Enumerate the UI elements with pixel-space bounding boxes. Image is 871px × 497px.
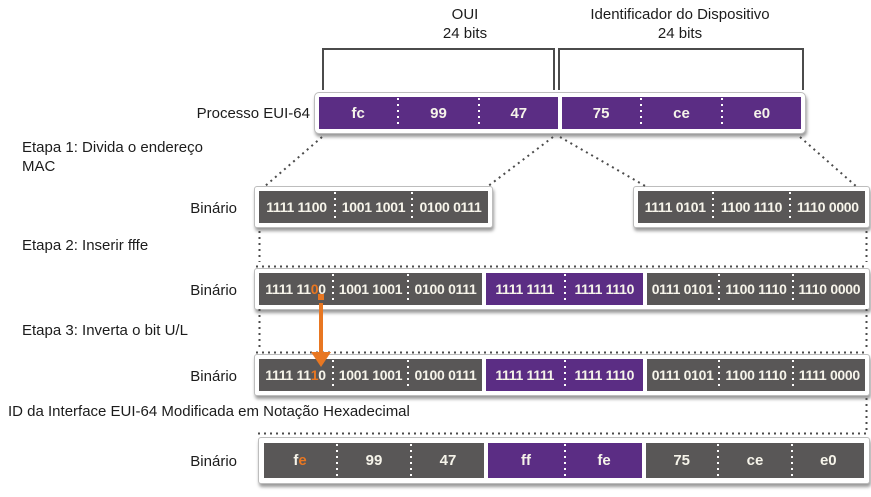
group-divider bbox=[407, 274, 409, 304]
highlighted-hex-digit: e bbox=[298, 452, 307, 469]
hex-cell: ce bbox=[673, 104, 690, 122]
binary-group: 1100 1110 bbox=[725, 367, 787, 383]
step1-device-binary-box: 1111 0101 1100 1110 1110 0000 bbox=[633, 186, 870, 228]
invert-arrow-shaft bbox=[319, 303, 323, 353]
binary-group: 0111 0101 bbox=[651, 367, 714, 383]
device-bits: 24 bits bbox=[657, 25, 703, 42]
ul-bit: 0 bbox=[310, 281, 319, 297]
group-divider bbox=[718, 360, 721, 390]
hex-cell: e0 bbox=[819, 452, 837, 469]
group-divider bbox=[563, 360, 566, 390]
group-divider bbox=[788, 192, 791, 222]
binary-group: 1001 1001 bbox=[338, 281, 403, 297]
binary-group: 1111 1111 bbox=[495, 281, 555, 297]
cell-divider bbox=[477, 98, 480, 128]
step3-title: Etapa 3: Inverta o bit U/L bbox=[22, 322, 188, 339]
binary-group: 0100 0111 bbox=[414, 367, 477, 383]
binary-group: 1100 1110 bbox=[725, 281, 787, 297]
ul-bit-inverted: 1 bbox=[310, 367, 319, 383]
cell-divider bbox=[720, 98, 723, 128]
group-divider bbox=[791, 360, 794, 390]
cell-divider bbox=[410, 444, 412, 477]
result-title: ID da Interface EUI-64 Modificada em Not… bbox=[8, 403, 410, 420]
binary-group: 1111 1110 bbox=[574, 281, 635, 297]
group-divider bbox=[332, 360, 334, 390]
invert-arrow-head bbox=[311, 352, 331, 367]
inserted-fffe-box: 1111 1111 1111 1110 bbox=[486, 359, 643, 391]
oui-title: OUI bbox=[451, 6, 479, 23]
cell-divider bbox=[717, 444, 720, 477]
step3-row-label: Binário bbox=[190, 368, 237, 385]
group-divider bbox=[718, 274, 721, 304]
hex-cell: fe bbox=[597, 452, 611, 469]
binary-group: 1100 1110 bbox=[720, 199, 783, 215]
oui-bracket bbox=[322, 48, 555, 90]
oui-label: OUI 24 bits bbox=[352, 5, 578, 43]
hex-cell: 75 bbox=[673, 452, 690, 469]
binary-group: 1111 0101 bbox=[644, 199, 706, 215]
binary-group: 1001 1001 bbox=[341, 199, 406, 215]
hex-cell: 47 bbox=[439, 452, 457, 469]
step2-title: Etapa 2: Inserir fffe bbox=[22, 237, 149, 254]
oui-device-divider bbox=[557, 97, 562, 129]
hex-cell: ff bbox=[521, 452, 531, 469]
cell-divider bbox=[564, 444, 566, 477]
cell-divider bbox=[790, 444, 793, 477]
hex-cell: e0 bbox=[753, 104, 771, 122]
hex-cell: 99 bbox=[430, 104, 447, 122]
binary-group: 1111 1100 bbox=[266, 199, 327, 215]
group-divider bbox=[334, 192, 336, 222]
group-divider bbox=[411, 192, 413, 222]
device-identifier-label: Identificador do Dispositivo 24 bits bbox=[558, 5, 802, 43]
step1-title: Etapa 1: Divida o endereço MAC bbox=[22, 139, 203, 175]
oui-bits: 24 bits bbox=[442, 25, 488, 42]
group-divider bbox=[791, 274, 794, 304]
binary-group: 1110 0000 bbox=[798, 281, 861, 297]
fffe-hex-box: ff fe bbox=[488, 443, 642, 478]
binary-group: 1110 0000 bbox=[796, 199, 859, 215]
hex-cell: ce bbox=[746, 452, 764, 469]
binary-group: 1111 1110 bbox=[574, 367, 635, 383]
group-divider bbox=[712, 192, 715, 222]
binary-group: 1111 0000 bbox=[798, 367, 860, 383]
inserted-fffe-box: 1111 1111 1111 1110 bbox=[486, 273, 643, 305]
hex-cell: 47 bbox=[510, 104, 528, 122]
process-row-label: Processo EUI-64 bbox=[196, 105, 310, 122]
device-title: Identificador do Dispositivo bbox=[590, 6, 770, 23]
device-bracket bbox=[558, 48, 804, 90]
step2-row-label: Binário bbox=[190, 282, 237, 299]
cell-divider bbox=[640, 98, 643, 128]
cell-divider bbox=[397, 98, 400, 128]
eui64-hex-row: fc 99 47 75 ce e0 bbox=[314, 92, 806, 134]
ul-bit-marker bbox=[318, 294, 324, 300]
step1-row-label: Binário bbox=[190, 200, 237, 217]
step1-oui-binary-box: 1111 1100 1001 1001 0100 0111 bbox=[254, 186, 493, 228]
binary-group: 1111 1111 bbox=[495, 367, 555, 383]
binary-group: 1001 1001 bbox=[338, 367, 403, 383]
group-divider bbox=[563, 274, 566, 304]
hex-cell: 99 bbox=[365, 452, 383, 469]
binary-group: 0111 0101 bbox=[651, 281, 714, 297]
binary-group: 0100 0111 bbox=[414, 281, 477, 297]
group-divider bbox=[332, 274, 334, 304]
group-divider bbox=[407, 360, 409, 390]
hex-cell: fc bbox=[351, 104, 365, 122]
result-row-label: Binário bbox=[190, 453, 237, 470]
binary-group: 0100 0111 bbox=[419, 199, 482, 215]
hex-cell: 75 bbox=[592, 104, 610, 122]
cell-divider bbox=[336, 444, 338, 477]
